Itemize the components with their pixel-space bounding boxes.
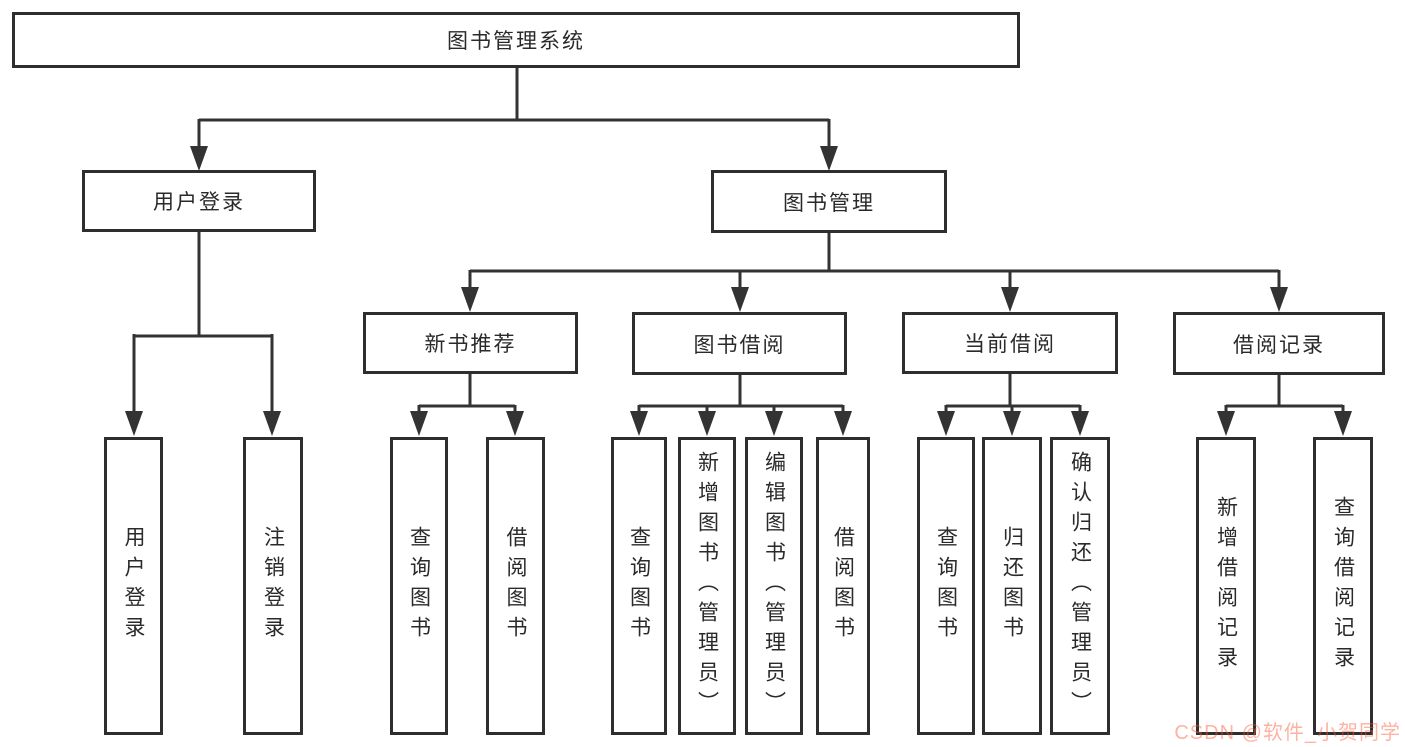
leaf-newrec-borrow-book-label: 借阅图书: [504, 526, 527, 646]
leaf-borrow-book: 借阅图书: [816, 437, 870, 735]
leaf-borrow-query-book-label: 查询图书: [627, 526, 651, 646]
node-root: 图书管理系统: [12, 12, 1020, 68]
leaf-newrec-query-book: 查询图书: [390, 437, 448, 735]
arrowheads: [125, 146, 1352, 436]
leaf-query-borrow-record: 查询借阅记录: [1313, 437, 1373, 735]
leaf-user-login-label: 用户登录: [122, 526, 145, 646]
node-new-book-recommend-label: 新书推荐: [424, 333, 517, 356]
leaf-edit-book-admin: 编辑图书（管理员）: [745, 437, 803, 735]
node-current-borrow: 当前借阅: [902, 312, 1118, 374]
node-user-login: 用户登录: [82, 170, 316, 232]
node-book-borrow-label: 图书借阅: [693, 333, 786, 357]
node-book-management-label: 图书管理: [783, 191, 875, 215]
leaf-newrec-query-book-label: 查询图书: [407, 526, 431, 646]
watermark: CSDN @软件_小贺同学: [1174, 722, 1401, 744]
leaf-current-query-book-label: 查询图书: [934, 526, 958, 646]
node-current-borrow-label: 当前借阅: [964, 333, 1056, 356]
leaf-user-login: 用户登录: [104, 437, 163, 735]
node-book-management: 图书管理: [711, 170, 947, 233]
leaf-add-borrow-record-label: 新增借阅记录: [1214, 496, 1238, 676]
node-borrow-records: 借阅记录: [1173, 312, 1385, 375]
leaf-return-book: 归还图书: [982, 437, 1042, 735]
leaf-add-borrow-record: 新增借阅记录: [1196, 437, 1256, 735]
leaf-borrow-book-label: 借阅图书: [831, 526, 855, 646]
leaf-add-book-admin: 新增图书（管理员）: [678, 437, 736, 735]
leaf-logout: 注销登录: [243, 437, 303, 735]
node-root-label: 图书管理系统: [447, 30, 585, 53]
leaf-borrow-query-book: 查询图书: [611, 437, 667, 735]
leaf-add-book-admin-label: 新增图书（管理员）: [695, 451, 719, 721]
node-book-borrow: 图书借阅: [632, 312, 847, 375]
leaf-return-book-label: 归还图书: [1000, 526, 1024, 646]
node-borrow-records-label: 借阅记录: [1233, 333, 1325, 357]
leaf-confirm-return-admin-label: 确认归还（管理员）: [1068, 451, 1092, 721]
node-new-book-recommend: 新书推荐: [363, 312, 578, 374]
leaf-current-query-book: 查询图书: [917, 437, 975, 735]
leaf-newrec-borrow-book: 借阅图书: [486, 437, 545, 735]
leaf-edit-book-admin-label: 编辑图书（管理员）: [762, 451, 786, 721]
leaf-query-borrow-record-label: 查询借阅记录: [1331, 496, 1355, 676]
node-user-login-label: 用户登录: [153, 191, 245, 214]
leaf-confirm-return-admin: 确认归还（管理员）: [1050, 437, 1110, 735]
leaf-logout-label: 注销登录: [261, 526, 285, 646]
